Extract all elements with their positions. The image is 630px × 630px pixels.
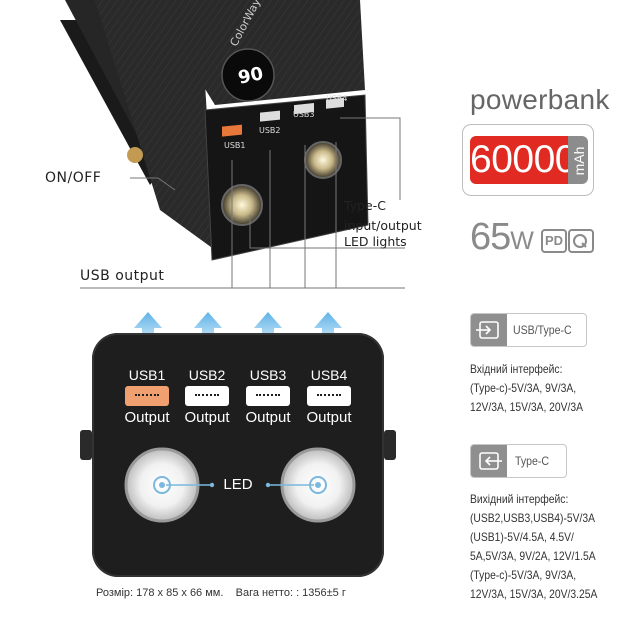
specs-caption: Розмір: 178 x 85 x 66 мм. Вага нетто: : … [96,587,346,599]
output-heading: Вихідний інтерфейс: [470,492,569,506]
input-line: (Type-c)-5V/3A, 9V/3A, [470,381,577,395]
pd-badge: PD [541,229,567,253]
size-spec: Розмір: 178 x 85 x 66 мм. [96,587,224,599]
input-heading: Вхідний інтерфейс: [470,362,563,376]
arrow-up-icon [194,312,222,344]
output-arrow-icon [471,445,507,477]
usb4-output-label: Output [306,409,352,426]
power-unit: W [510,227,534,255]
type-c-line2: input/output [344,218,422,233]
output-line: (Type-c)-5V/3A, 9V/3A, [470,568,577,582]
svg-text:90: 90 [236,63,265,89]
usb3-tag: USB3 [249,367,287,383]
capacity-unit: mAh [571,146,587,176]
input-line: 12V/3A, 15V/3A, 20V/3A [470,400,584,414]
type-c-label: Type-C input/output [344,196,422,236]
output-port-label: Type-C [515,454,550,468]
led-lamp-icon [124,447,200,523]
on-off-label: ON/OFF [45,170,102,186]
output-line: 5A,5V/3A, 9V/2A, 12V/1.5A [470,549,596,563]
capacity-value: 60000 [470,136,576,184]
product-title: powerbank [470,84,610,115]
arrow-up-icon [254,312,282,344]
output-arrows [134,312,342,344]
usb3-output-label: Output [245,409,291,426]
usb-output-label: USB output [80,268,165,284]
side-clip-left [80,430,92,460]
svg-text:USB3: USB3 [293,110,315,119]
input-port-badge: USB/Type-C [470,313,587,347]
weight-spec: Вага нетто: : 1356±5 г [235,587,346,599]
input-arrow-icon [471,314,507,346]
arrow-up-icon [314,312,342,344]
svg-text:USB4: USB4 [326,94,348,103]
power-value: 65 [470,216,511,258]
usb2-tag: USB2 [188,367,226,383]
usb1-output-label: Output [124,409,170,426]
led-lights-label: LED lights [344,234,407,249]
arrow-up-icon [134,312,162,344]
usb2-output-label: Output [184,409,230,426]
power-rating: 65W [470,216,534,259]
side-clip-right [384,430,396,460]
svg-text:USB1: USB1 [224,141,246,150]
led-label: LED [223,476,253,493]
output-line: 12V/3A, 15V/3A, 20V/3.25A [470,587,598,601]
usb4-tag: USB4 [310,367,348,383]
led-assembly [124,447,356,523]
quick-charge-icon [568,229,594,253]
usb1-port-icon [125,386,169,406]
output-port-badge: Type-C [470,444,567,478]
output-line: (USB2,USB3,USB4)-5V/3A [470,511,596,525]
usb4-port-icon [307,386,351,406]
svg-text:USB2: USB2 [259,126,281,135]
capacity-badge: 60000 mAh [462,124,594,196]
type-c-line1: Type-C [344,198,386,213]
input-port-label: USB/Type-C [513,323,572,337]
device-top-panel: USB1 USB2 USB3 USB4 Output Output Output… [92,333,384,577]
usb3-port-icon [246,386,290,406]
usb2-port-icon [185,386,229,406]
output-line: (USB1)-5V/4.5A, 4.5V/ [470,530,574,544]
usb1-tag: USB1 [128,367,166,383]
powerbank-angled-view: 90 ColorWay USB1 USB2 USB3 USB4 [60,0,405,289]
output-interface-info: Вихідний інтерфейс: (USB2,USB3,USB4)-5V/… [470,490,597,604]
input-interface-info: Вхідний інтерфейс: (Type-c)-5V/3A, 9V/3A… [470,360,583,417]
